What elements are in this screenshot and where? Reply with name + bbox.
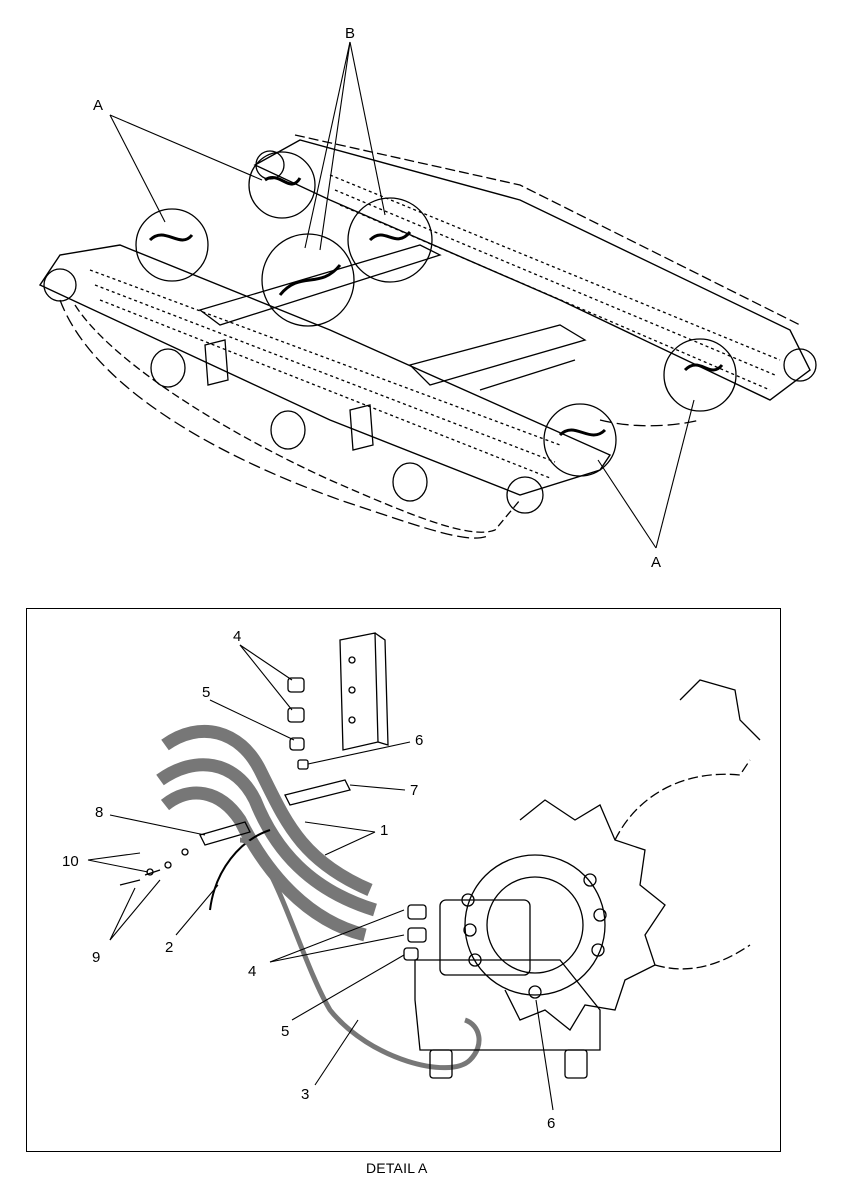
callout-3: 3 xyxy=(301,1086,309,1103)
callout-7: 7 xyxy=(410,782,418,799)
callout-6-motor: 6 xyxy=(547,1115,555,1132)
hose-detail-6 xyxy=(683,363,724,372)
mounting-post xyxy=(339,632,379,751)
callout-4-motor: 4 xyxy=(248,963,256,980)
roller-hole-1 xyxy=(150,348,186,388)
bracket-2 xyxy=(349,404,374,451)
roller-hole-3 xyxy=(392,462,428,502)
rear-track-grid-2 xyxy=(334,189,776,376)
cross-member-2 xyxy=(198,244,442,326)
drive-motor-block xyxy=(414,959,601,1051)
clamp-7 xyxy=(284,779,351,806)
fitting-5-top xyxy=(289,737,305,751)
hose-3 xyxy=(239,837,482,1071)
hose-1a xyxy=(161,724,373,896)
shroud-rear-outline xyxy=(599,419,701,427)
motor-hub xyxy=(486,876,584,974)
fitting-4-top-a xyxy=(287,677,305,693)
detail-leaders xyxy=(87,644,554,1111)
front-track-grid-1 xyxy=(89,269,561,446)
rear-track-top-rail xyxy=(294,134,801,326)
overview-leaders xyxy=(109,41,695,549)
callout-6-top: 6 xyxy=(415,732,423,749)
bracket-1 xyxy=(204,339,229,386)
hose-detail-1 xyxy=(148,233,194,242)
hose-detail-4 xyxy=(368,230,412,242)
callout-8: 8 xyxy=(95,804,103,821)
callout-9: 9 xyxy=(92,949,100,966)
detail-a-drawing xyxy=(119,632,761,1079)
fitting-5-motor xyxy=(403,947,419,961)
detail-a-frame xyxy=(26,608,781,1152)
detail-circle-a4 xyxy=(663,338,737,412)
axle-outline xyxy=(614,759,751,970)
rear-track-outline xyxy=(253,139,811,401)
front-track-lower-curve xyxy=(74,304,521,533)
front-right-sprocket xyxy=(506,476,544,514)
cross-member-3 xyxy=(479,359,576,391)
hose-1c xyxy=(160,786,367,942)
detail-a-caption: DETAIL A xyxy=(366,1160,428,1176)
fitting-4-top-b xyxy=(287,707,305,723)
motor-plate xyxy=(464,854,606,996)
label-a-top: A xyxy=(93,97,103,114)
drain-fitting-6 xyxy=(528,985,542,999)
sprocket xyxy=(504,799,666,1031)
hose-detail-2 xyxy=(264,176,302,186)
front-left-sprocket xyxy=(43,268,77,302)
front-track-outline xyxy=(38,244,612,496)
mounting-post-side xyxy=(374,632,389,746)
callout-5-top: 5 xyxy=(202,684,210,701)
front-track-grid-3 xyxy=(99,299,551,479)
hose-2 xyxy=(209,829,271,911)
detail-circle-b2 xyxy=(347,197,433,283)
fitting-6-top xyxy=(297,759,309,770)
detail-circle-a1 xyxy=(135,208,209,282)
hose-detail-3 xyxy=(278,264,342,296)
rear-track-grid-3 xyxy=(339,204,771,391)
track-frame-overview xyxy=(38,134,817,539)
callout-5-motor: 5 xyxy=(281,1023,289,1040)
hose-1b xyxy=(156,758,377,917)
roller-hole-2 xyxy=(270,410,306,450)
clamp-8 xyxy=(199,821,251,846)
callout-10: 10 xyxy=(62,853,79,870)
fitting-4-motor-b xyxy=(407,927,427,943)
cross-member-1 xyxy=(408,324,587,386)
callout-1: 1 xyxy=(380,822,388,839)
rear-right-sprocket xyxy=(783,348,817,382)
frame-outline xyxy=(679,679,761,741)
callout-2: 2 xyxy=(165,939,173,956)
label-a-bottom: A xyxy=(651,554,661,571)
shroud-outline xyxy=(59,299,491,539)
fitting-4-motor-a xyxy=(407,904,427,920)
detail-circle-a3 xyxy=(543,403,617,477)
detail-circle-a2 xyxy=(248,151,316,219)
label-b: B xyxy=(345,25,355,42)
rear-left-sprocket xyxy=(255,150,285,180)
front-track-grid-2 xyxy=(94,284,556,463)
screw-9a xyxy=(119,879,141,886)
hose-detail-5 xyxy=(558,428,607,437)
callout-4-top: 4 xyxy=(233,628,241,645)
drive-motor-body xyxy=(439,899,531,976)
